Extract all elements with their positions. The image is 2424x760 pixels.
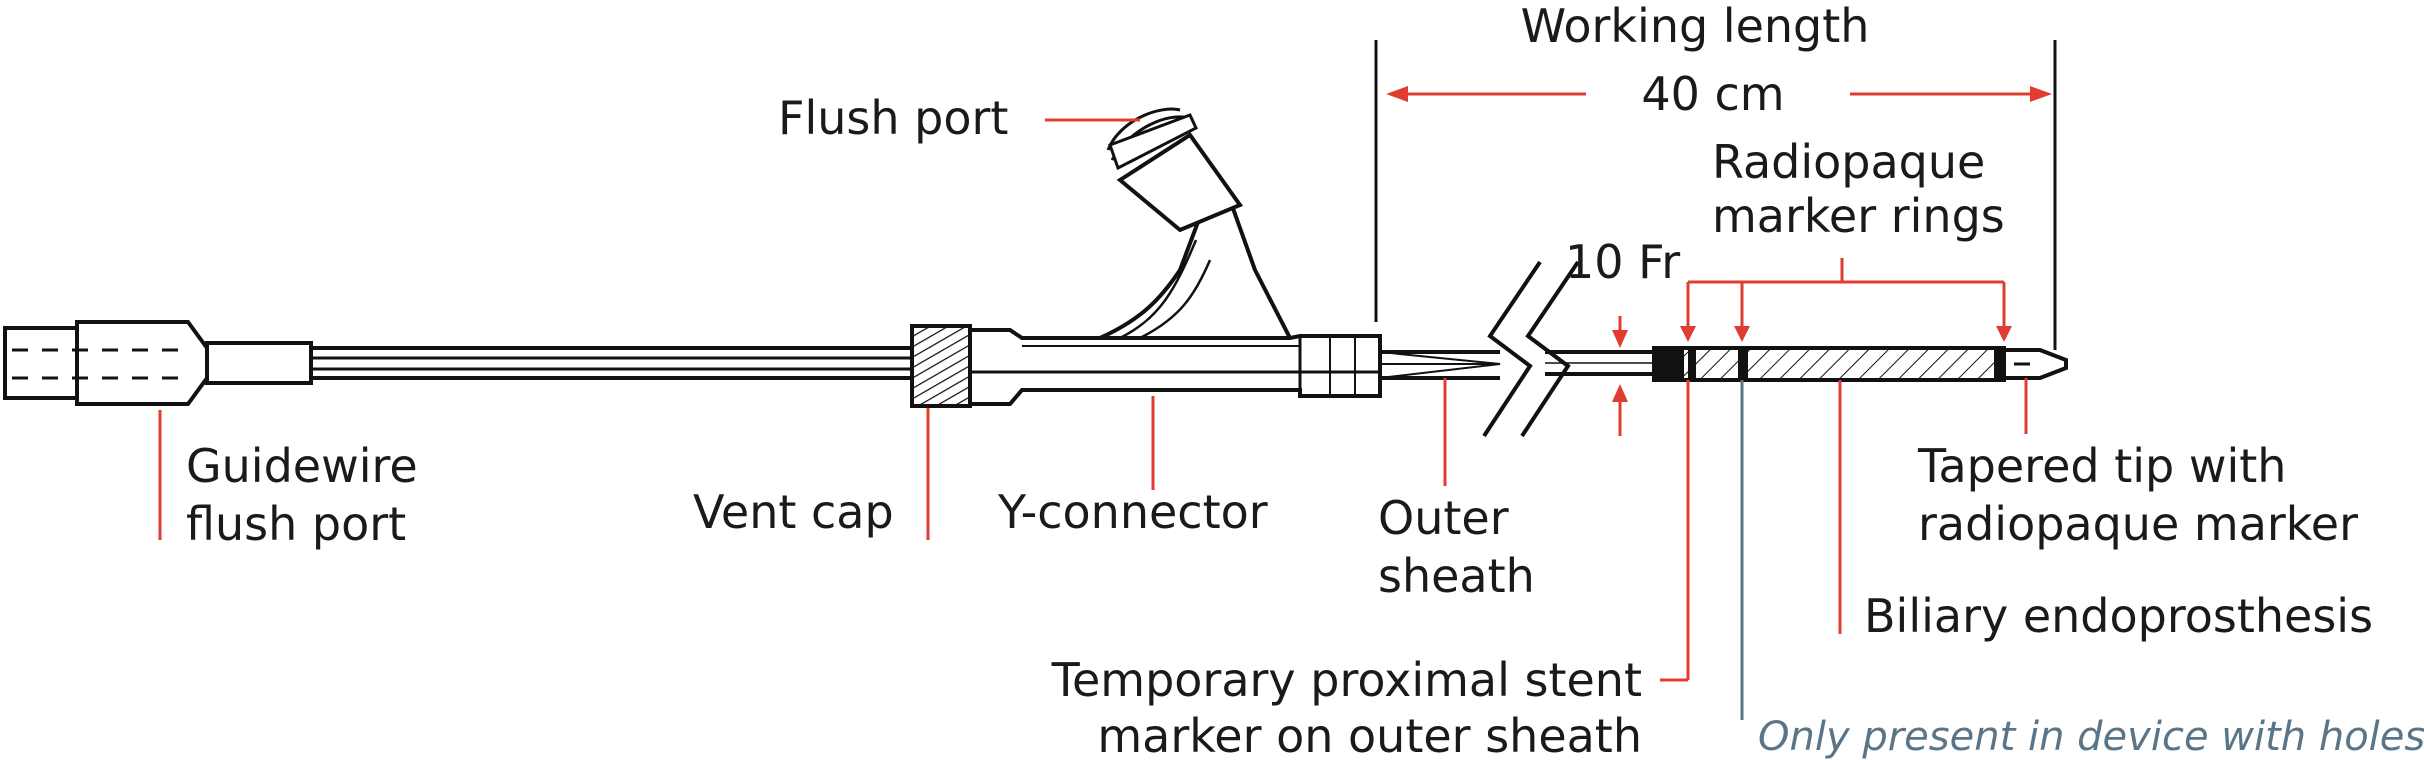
vent-cap-label: Vent cap bbox=[693, 485, 894, 539]
holes-note: Only present in device with holes bbox=[1758, 714, 2424, 760]
flush-port-arm bbox=[1099, 107, 1292, 340]
french-size-dimension bbox=[1612, 316, 1628, 436]
guidewire-label-line1: Guidewire bbox=[186, 439, 418, 493]
biliary-stent bbox=[1652, 346, 2006, 382]
vent-cap bbox=[910, 324, 972, 408]
outer-sheath bbox=[1379, 350, 1501, 380]
length-value-label: 40 cm bbox=[1641, 67, 1784, 121]
temp-marker-label-line2: marker on outer sheath bbox=[1097, 709, 1642, 760]
outer-sheath-label-line2: sheath bbox=[1378, 549, 1535, 603]
biliary-label: Biliary endoprosthesis bbox=[1864, 589, 2373, 643]
y-connector-body bbox=[968, 328, 1382, 406]
tapered-tip-label-line2: radiopaque marker bbox=[1918, 497, 2358, 551]
radiopaque-label-line2: marker rings bbox=[1712, 189, 2005, 243]
french-size-label: 10 Fr bbox=[1565, 235, 1680, 289]
outer-sheath-label-line1: Outer bbox=[1378, 491, 1509, 545]
tapered-tip bbox=[2002, 348, 2068, 380]
temp-marker-label-line1: Temporary proximal stent bbox=[1051, 653, 1642, 707]
flush-port-label: Flush port bbox=[778, 91, 1008, 145]
guidewire-hub bbox=[3, 320, 313, 406]
catheter-shaft bbox=[311, 346, 912, 380]
y-connector-label: Y-connector bbox=[997, 485, 1268, 539]
radiopaque-label-line1: Radiopaque bbox=[1712, 135, 1985, 189]
distal-sheath bbox=[1545, 350, 1654, 376]
guidewire-label-line2: flush port bbox=[186, 497, 406, 551]
radiopaque-leaders bbox=[1680, 258, 2012, 342]
leader-lines bbox=[158, 118, 2028, 720]
tapered-tip-label-line1: Tapered tip with bbox=[1917, 439, 2286, 493]
working-length-label: Working length bbox=[1521, 0, 1870, 53]
break-symbol bbox=[1482, 260, 1580, 438]
working-length-dimension bbox=[1374, 40, 2057, 350]
